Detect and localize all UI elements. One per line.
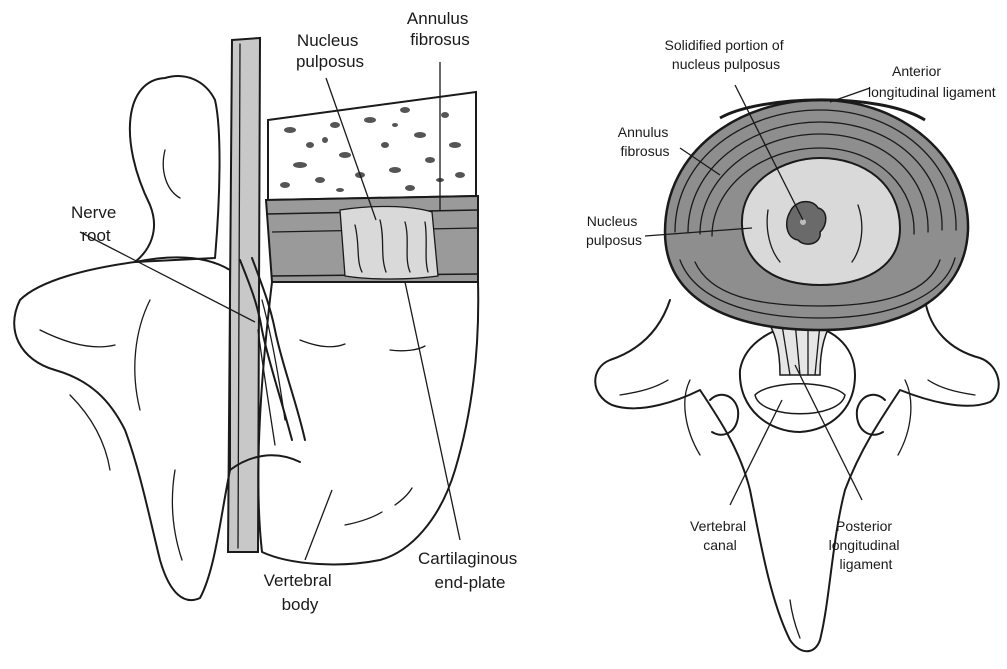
label-solidified-portion: Solidified portion of nucleus pulposus	[665, 37, 788, 72]
label-annulus-fibrosus-axial: Annulus fibrosus	[618, 124, 672, 159]
solidified-nucleus	[787, 202, 826, 245]
nucleus-pulposus-lateral	[340, 206, 438, 279]
superior-articular-process	[130, 76, 220, 262]
axial-view: Solidified portion of nucleus pulposus A…	[586, 37, 999, 651]
spinal-cord-strip	[228, 38, 260, 552]
lower-vertebral-body	[258, 282, 478, 564]
label-annulus-fibrosus-lateral: Annulus fibrosus	[407, 9, 473, 49]
lamina	[14, 257, 230, 600]
lateral-view: Nucleus pulposus Annulus fibrosus Nerve …	[14, 9, 522, 614]
label-nerve-root: Nerve root	[71, 203, 121, 245]
upper-vertebral-body	[268, 92, 476, 200]
label-nucleus-pulposus-lateral: Nucleus pulposus	[296, 31, 364, 71]
label-cartilaginous-end-plate: Cartilaginous end-plate	[418, 549, 522, 592]
label-nucleus-pulposus-axial: Nucleus pulposus	[586, 213, 642, 248]
label-anterior-longitudinal-ligament: Anterior longitudinal ligament	[868, 63, 996, 100]
label-vertebral-body: Vertebral body	[264, 571, 337, 614]
label-vertebral-canal: Vertebral canal	[690, 518, 750, 553]
label-posterior-longitudinal-ligament: Posterior longitudinal ligament	[829, 518, 904, 572]
